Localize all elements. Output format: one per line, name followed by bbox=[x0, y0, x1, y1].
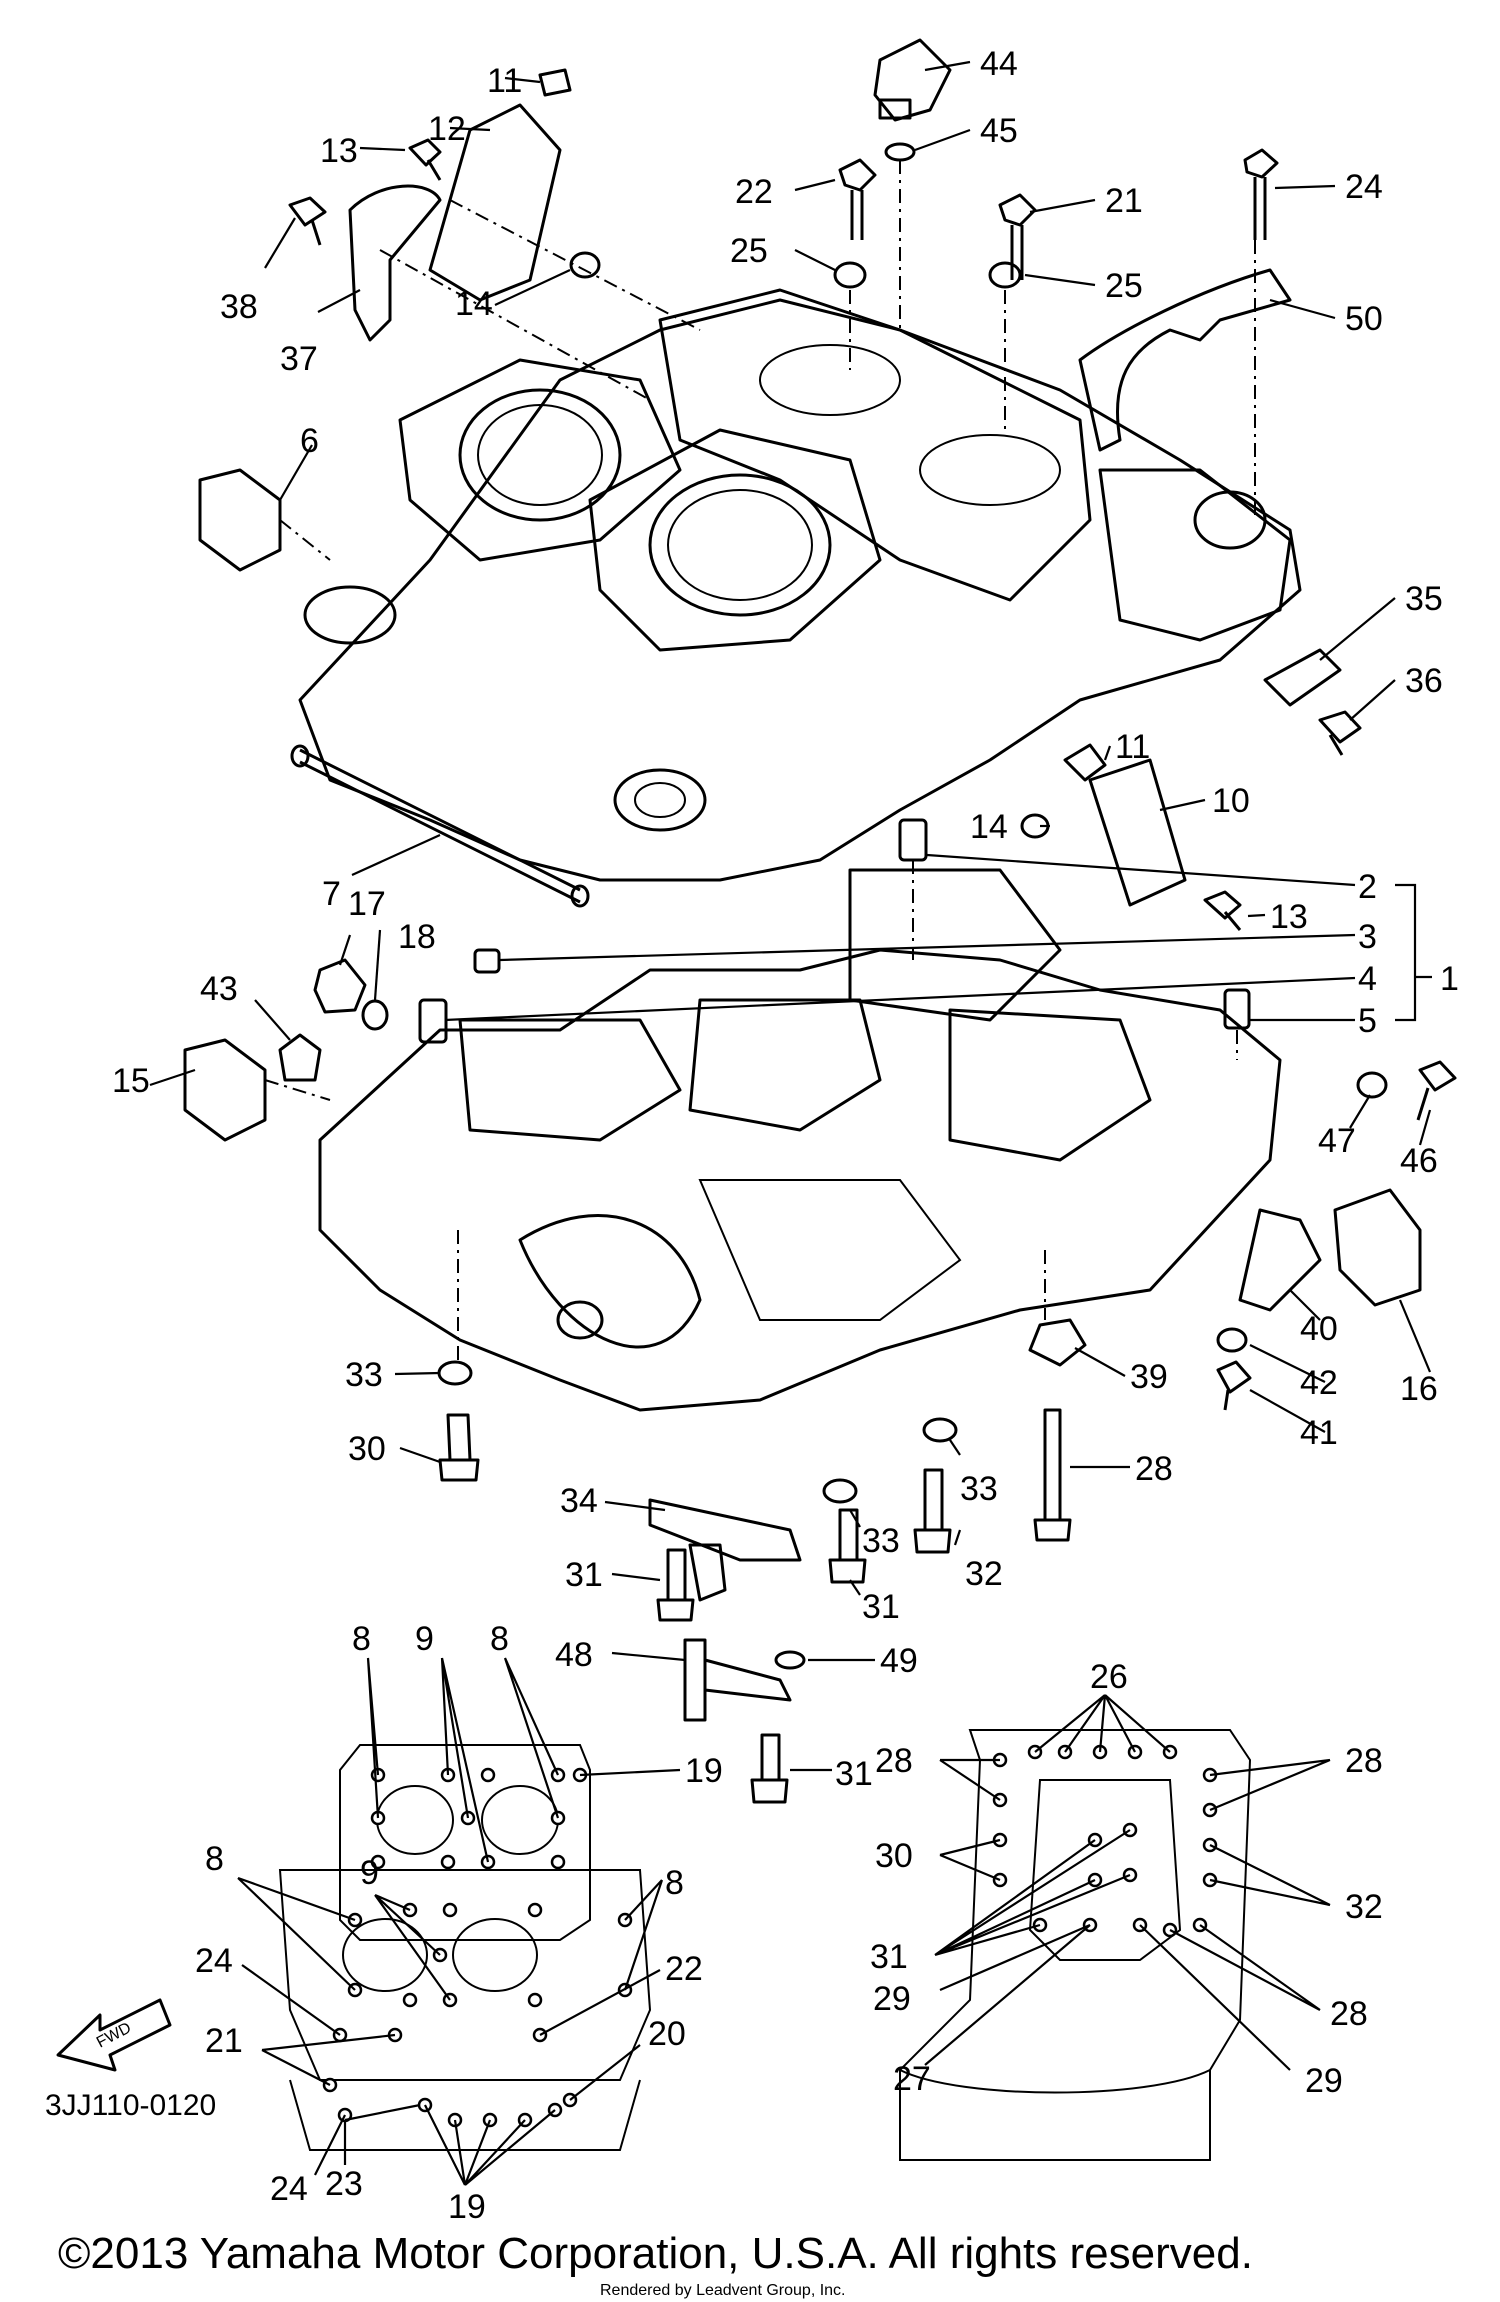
callout-42: 42 bbox=[1300, 1364, 1338, 1402]
callout-8d: 8 bbox=[665, 1864, 684, 1902]
callout-34: 34 bbox=[560, 1482, 598, 1520]
callout-29: 29 bbox=[873, 1980, 911, 2018]
callout-40: 40 bbox=[1300, 1310, 1338, 1348]
callout-8: 8 bbox=[352, 1620, 371, 1658]
callout-24: 24 bbox=[1345, 168, 1383, 206]
callout-10: 10 bbox=[1212, 782, 1250, 820]
callout-12: 12 bbox=[428, 110, 466, 148]
callout-8b: 8 bbox=[490, 1620, 509, 1658]
callout-31d: 31 bbox=[870, 1938, 908, 1976]
callout-14b: 14 bbox=[970, 808, 1008, 846]
rendered-by-note: Rendered by Leadvent Group, Inc. bbox=[600, 2282, 846, 2299]
callout-46: 46 bbox=[1400, 1142, 1438, 1180]
callout-14: 14 bbox=[455, 285, 493, 323]
lower-crankcase bbox=[318, 868, 1282, 1412]
forward-direction-arrow: FWD bbox=[56, 1998, 172, 2072]
callout-17: 17 bbox=[348, 885, 386, 923]
callout-25b: 25 bbox=[1105, 267, 1143, 305]
diagram-code: 3JJ110-0120 bbox=[45, 2089, 216, 2122]
upper-crankcase bbox=[290, 288, 1302, 908]
callout-21: 21 bbox=[1105, 182, 1143, 220]
callout-24b: 24 bbox=[195, 1942, 233, 1980]
callout-44: 44 bbox=[980, 45, 1018, 83]
callout-23: 23 bbox=[325, 2165, 363, 2203]
callout-22b: 22 bbox=[665, 1950, 703, 1988]
loose-parts bbox=[183, 38, 1457, 1804]
callout-47: 47 bbox=[1318, 1122, 1356, 1160]
callout-32: 32 bbox=[965, 1555, 1003, 1593]
callout-26: 26 bbox=[1090, 1658, 1128, 1696]
callout-36: 36 bbox=[1405, 662, 1443, 700]
callout-31b: 31 bbox=[862, 1588, 900, 1626]
callout-20: 20 bbox=[648, 2015, 686, 2053]
callout-1: 1 bbox=[1440, 960, 1459, 998]
callout-labels: 11 12 13 38 37 14 6 7 44 45 22 25 21 25 … bbox=[112, 45, 1459, 2226]
callout-30b: 30 bbox=[875, 1837, 913, 1875]
callout-31c: 31 bbox=[835, 1755, 873, 1793]
callout-2: 2 bbox=[1358, 868, 1377, 906]
callout-43: 43 bbox=[200, 970, 238, 1008]
copyright-notice: ©2013 Yamaha Motor Corporation, U.S.A. A… bbox=[58, 2229, 1253, 2278]
callout-28: 28 bbox=[1135, 1450, 1173, 1488]
callout-6: 6 bbox=[300, 422, 319, 460]
callout-13b: 13 bbox=[1270, 898, 1308, 936]
callout-45: 45 bbox=[980, 112, 1018, 150]
callout-39: 39 bbox=[1130, 1358, 1168, 1396]
callout-29b: 29 bbox=[1305, 2062, 1343, 2100]
callout-7: 7 bbox=[322, 875, 341, 913]
callout-35: 35 bbox=[1405, 580, 1443, 618]
callout-25: 25 bbox=[730, 232, 768, 270]
bolt-pattern-lower bbox=[899, 1729, 1252, 2161]
callout-22: 22 bbox=[735, 173, 773, 211]
callout-32b: 32 bbox=[1345, 1888, 1383, 1926]
callout-13: 13 bbox=[320, 132, 358, 170]
callout-37: 37 bbox=[280, 340, 318, 378]
callout-9b: 9 bbox=[360, 1854, 379, 1892]
leader-lines bbox=[149, 60, 1432, 2186]
callout-11: 11 bbox=[487, 62, 522, 100]
assembly-lines bbox=[264, 160, 1256, 1360]
callout-33b: 33 bbox=[960, 1470, 998, 1508]
callout-49: 49 bbox=[880, 1642, 918, 1680]
callout-38: 38 bbox=[220, 288, 258, 326]
callout-8c: 8 bbox=[205, 1840, 224, 1878]
callout-33: 33 bbox=[345, 1356, 383, 1394]
callout-27: 27 bbox=[893, 2060, 931, 2098]
callout-9: 9 bbox=[415, 1620, 434, 1658]
callout-3: 3 bbox=[1358, 918, 1377, 956]
callout-19: 19 bbox=[685, 1752, 723, 1790]
callout-28d: 28 bbox=[1330, 1995, 1368, 2033]
callout-24c: 24 bbox=[270, 2170, 308, 2208]
callout-15: 15 bbox=[112, 1062, 150, 1100]
callout-16: 16 bbox=[1400, 1370, 1438, 1408]
callout-33c: 33 bbox=[862, 1522, 900, 1560]
callout-11b: 11 bbox=[1115, 728, 1150, 766]
callout-5: 5 bbox=[1358, 1002, 1377, 1040]
callout-18: 18 bbox=[398, 918, 436, 956]
callout-31: 31 bbox=[565, 1556, 603, 1594]
callout-21b: 21 bbox=[205, 2022, 243, 2060]
callout-28c: 28 bbox=[1345, 1742, 1383, 1780]
callout-4: 4 bbox=[1358, 960, 1377, 998]
callout-28b: 28 bbox=[875, 1742, 913, 1780]
callout-30: 30 bbox=[348, 1430, 386, 1468]
callout-50: 50 bbox=[1345, 300, 1383, 338]
callout-48: 48 bbox=[555, 1636, 593, 1674]
callout-41: 41 bbox=[1300, 1414, 1338, 1452]
callout-19b: 19 bbox=[448, 2188, 486, 2226]
